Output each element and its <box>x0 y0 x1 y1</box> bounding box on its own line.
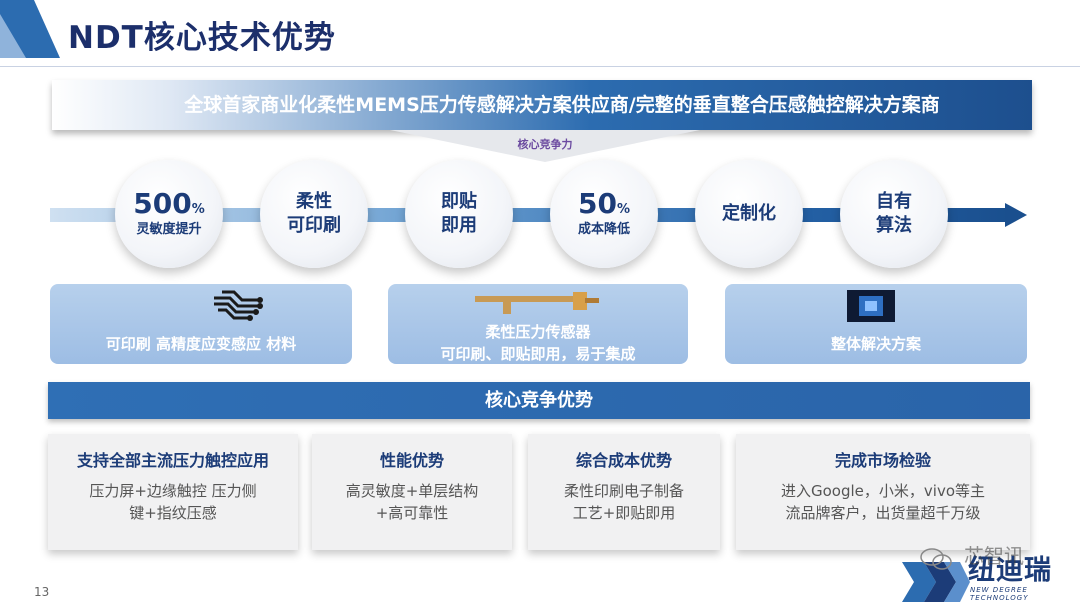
circle-line: 柔性 <box>296 191 332 212</box>
section-title: 核心竞争优势 <box>485 390 593 411</box>
circle-plug-and-play: 即贴 即用 <box>405 160 513 268</box>
circle-unit: % <box>616 202 630 217</box>
card-text: 键+指纹压感 <box>129 504 217 522</box>
arrow-right-icon <box>1005 203 1027 227</box>
circle-flexible: 柔性 可印刷 <box>260 160 368 268</box>
card-performance: 性能优势 高灵敏度+单层结构 +高可靠性 <box>312 434 512 550</box>
card-title: 完成市场检验 <box>834 451 931 470</box>
core-competency-label: 核心竞争力 <box>517 138 573 151</box>
page-number: 13 <box>34 585 50 599</box>
card-market: 完成市场检验 进入Google，小米，vivo等主 流品牌客户，出货量超千万级 <box>736 434 1030 550</box>
circle-label: 灵敏度提升 <box>136 222 202 237</box>
logo-subtitle: NEW DEGREE TECHNOLOGY <box>970 586 1029 602</box>
title-divider <box>0 66 1080 67</box>
circle-value: 500 <box>133 187 192 220</box>
circle-value: 50 <box>578 187 617 220</box>
feature-printable-material: 可印刷 高精度应变感应 材料 <box>50 284 352 364</box>
circle-customization: 定制化 <box>695 160 803 268</box>
card-cost: 综合成本优势 柔性印刷电子制备 工艺+即贴即用 <box>528 434 720 550</box>
feature-text: 整体解决方案 <box>830 335 921 353</box>
headline-banner: 全球首家商业化柔性MEMS压力传感解决方案供应商/完整的垂直整合压感触控解决方案… <box>52 80 1032 130</box>
card-text: +高可靠性 <box>375 504 449 522</box>
circle-line: 算法 <box>876 215 912 236</box>
chevron-down-shape <box>390 130 700 162</box>
circle-sensitivity: 500% 灵敏度提升 <box>115 160 223 268</box>
page-title: NDT核心技术优势 <box>68 20 336 56</box>
feature-text: 可印刷、即贴即用，易于集成 <box>440 345 636 363</box>
corner-decoration <box>0 0 60 58</box>
circle-line: 自有 <box>876 191 912 212</box>
watermark: 芯智讯 <box>964 544 1024 568</box>
logo-text: 纽迪瑞 <box>968 555 1052 586</box>
circle-line: 即贴 <box>441 191 477 212</box>
card-touch-apps: 支持全部主流压力触控应用 压力屏+边缘触控 压力侧 键+指纹压感 <box>48 434 298 550</box>
card-text: 工艺+即贴即用 <box>572 504 676 522</box>
card-text: 流品牌客户，出货量超千万级 <box>785 504 981 522</box>
headline-text: 全球首家商业化柔性MEMS压力传感解决方案供应商/完整的垂直整合压感触控解决方案… <box>184 94 940 116</box>
company-logo-icon <box>902 562 970 602</box>
card-text: 高灵敏度+单层结构 <box>345 482 479 500</box>
feature-text: 可印刷 高精度应变感应 材料 <box>105 335 297 353</box>
flex-sensor-icon <box>475 292 599 314</box>
section-bar: 核心竞争优势 <box>48 382 1030 419</box>
circle-unit: % <box>191 202 205 217</box>
wechat-icon <box>920 548 952 570</box>
card-text: 压力屏+边缘触控 压力侧 <box>89 482 257 500</box>
card-text: 柔性印刷电子制备 <box>563 482 684 500</box>
card-title: 性能优势 <box>379 451 444 470</box>
feature-total-solution: 整体解决方案 <box>725 284 1027 364</box>
feature-text: 柔性压力传感器 <box>485 323 591 341</box>
circle-label: 成本降低 <box>577 222 630 237</box>
circle-line: 可印刷 <box>287 215 341 236</box>
card-title: 综合成本优势 <box>575 451 672 470</box>
circle-algorithm: 自有 算法 <box>840 160 948 268</box>
chip-icon <box>847 290 895 322</box>
circle-cost: 50% 成本降低 <box>550 160 658 268</box>
feature-flexible-sensor: 柔性压力传感器 可印刷、即贴即用，易于集成 <box>388 284 688 364</box>
card-title: 支持全部主流压力触控应用 <box>76 451 269 470</box>
circle-line: 即用 <box>441 215 477 236</box>
circuit-icon <box>214 290 263 321</box>
card-text: 进入Google，小米，vivo等主 <box>781 482 985 500</box>
circle-line: 定制化 <box>722 203 776 224</box>
